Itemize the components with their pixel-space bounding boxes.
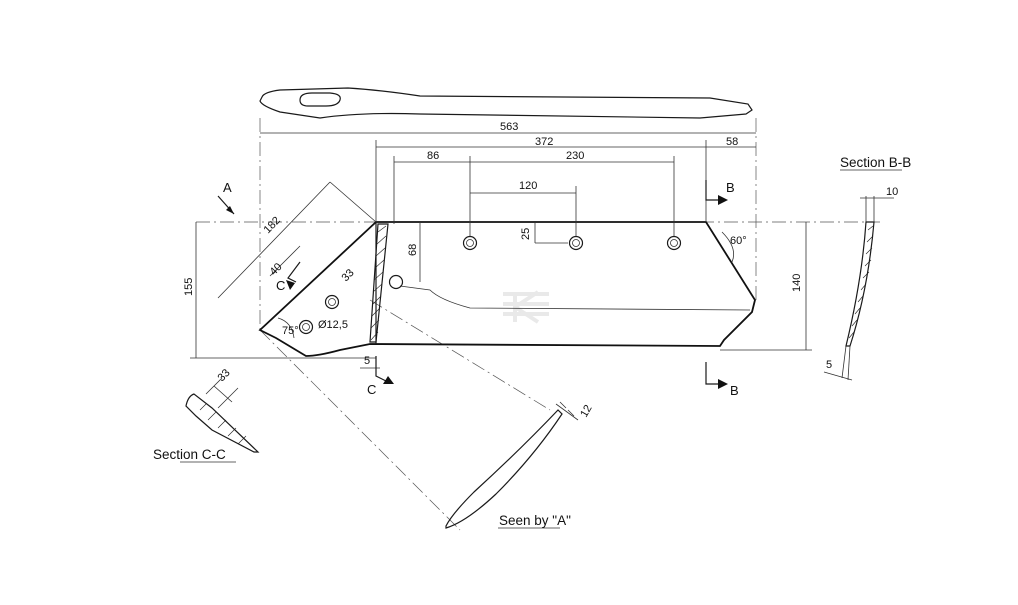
dim-120: 120 — [519, 180, 537, 192]
dim-155: 155 — [183, 278, 195, 296]
marker-c-bottom: C — [367, 382, 376, 397]
dim-bb-10: 10 — [886, 186, 898, 198]
seen-by-a-view — [445, 401, 579, 529]
dim-68: 68 — [407, 244, 419, 256]
dim-563: 563 — [500, 121, 518, 133]
dim-seen-12: 12 — [578, 403, 595, 420]
dim-140: 140 — [791, 274, 803, 292]
dim-182: 182 — [262, 215, 283, 237]
section-bb-title: Section B-B — [840, 155, 911, 170]
bolt-holes — [298, 235, 682, 335]
section-cc-title: Section C-C — [153, 447, 226, 462]
top-view-blade — [259, 87, 753, 119]
dim-5: 5 — [364, 355, 370, 367]
dim-hole-dia: Ø12,5 — [318, 319, 348, 331]
marker-b-bottom: B — [730, 383, 739, 398]
watermark-logo — [503, 290, 549, 324]
dim-bb-5: 5 — [826, 359, 832, 371]
dim-58: 58 — [726, 136, 738, 148]
labels: Section B-B Section C-C Seen by "A" A B … — [153, 121, 911, 528]
marker-b-top: B — [726, 180, 735, 195]
section-bb-profile — [823, 169, 902, 381]
marker-a: A — [223, 180, 232, 195]
seen-by-a-title: Seen by "A" — [499, 513, 571, 528]
dim-372: 372 — [535, 136, 553, 148]
section-cc-profile — [180, 377, 260, 463]
section-arrows — [217, 180, 728, 389]
marker-c-left: C — [276, 278, 285, 293]
main-share-outline — [258, 221, 756, 357]
centerlines — [196, 118, 880, 531]
dim-86: 86 — [427, 150, 439, 162]
dim-230: 230 — [566, 150, 584, 162]
dim-25: 25 — [520, 228, 532, 240]
dim-angle-75: 75° — [282, 325, 299, 337]
dim-angle-60: 60° — [730, 235, 747, 247]
dim-33: 33 — [340, 267, 357, 284]
